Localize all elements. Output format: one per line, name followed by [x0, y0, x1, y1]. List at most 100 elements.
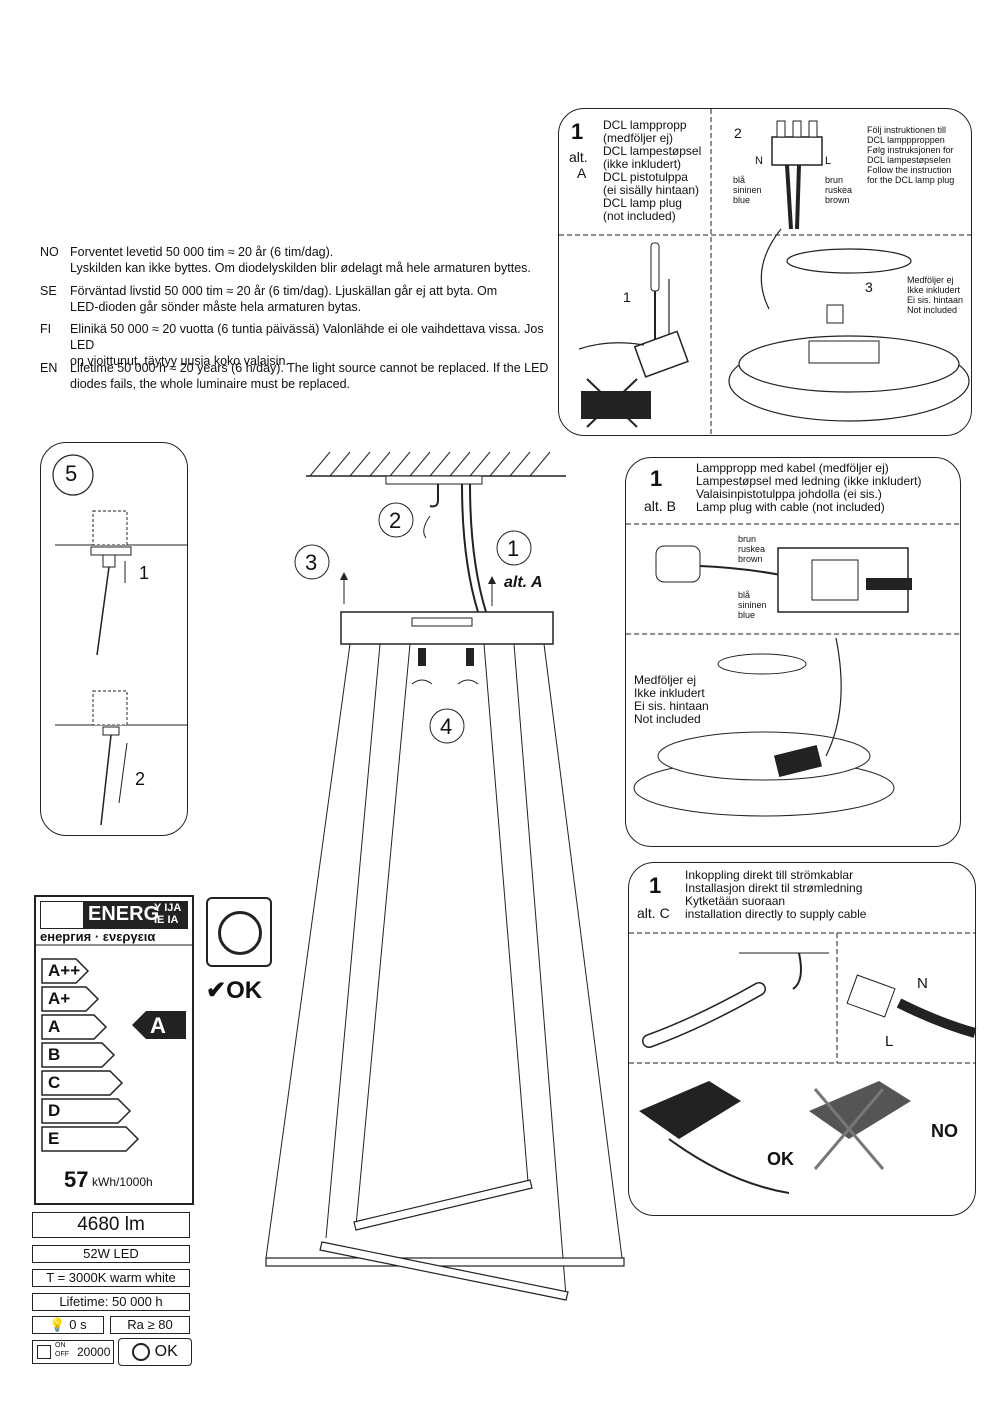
- not-incl-line: Not included: [907, 305, 958, 315]
- temp-box: T = 3000K warm white: [32, 1269, 190, 1287]
- plug-line: DCL lampestøpsel: [603, 144, 702, 158]
- selected-class: A: [150, 1013, 166, 1038]
- label-l-c: L: [885, 1033, 894, 1050]
- not-incl-line: Ikke inkludert: [907, 285, 961, 295]
- follow-instructions: Följ instruktionen till DCL lamppproppen…: [867, 125, 967, 185]
- alt-b-label: alt. B: [644, 498, 676, 514]
- note-line: Lifetime 50 000 h ≈ 20 years (6 h/day). …: [70, 361, 549, 375]
- lumen-box: 4680 lm: [32, 1212, 190, 1238]
- alt-c-lines: Inkoppling direkt till strömkablar Insta…: [685, 869, 971, 921]
- blue-labels-b: blå sininen blue: [738, 590, 767, 620]
- energy-label: ENERG Y IJA IE IA енергия · ενεργεια A++…: [34, 895, 194, 1205]
- plug-line: (ikke inkludert): [603, 157, 682, 171]
- step-3-label: 3: [865, 279, 873, 295]
- alt-b-lines: Lamppropp med kabel (medföljer ej) Lampe…: [696, 462, 956, 514]
- alt-b-line: Lamppropp med kabel (medföljer ej): [696, 461, 889, 475]
- step-number: 1: [571, 119, 584, 144]
- plug-line: DCL lamppropp: [603, 118, 687, 132]
- step-2: 2: [734, 125, 742, 141]
- class-d: D: [48, 1101, 61, 1120]
- brown-line: ruskea: [825, 185, 853, 195]
- blue-line: blue: [733, 195, 751, 205]
- follow-line: Follow the instruction: [867, 165, 952, 175]
- alt-b-line: Valaisinpistotulppa johdolla (ei sis.): [696, 487, 882, 501]
- label-n-c: N: [917, 975, 928, 992]
- dim-ok-box: OK: [118, 1338, 192, 1366]
- follow-line: Følg instruksjonen for: [867, 145, 954, 155]
- note-code: EN: [40, 361, 58, 375]
- class-a-plus: A+: [48, 989, 71, 1008]
- step-number-c: 1: [649, 873, 662, 898]
- note-line: Förväntad livstid 50 000 tim ≈ 20 år (6 …: [70, 284, 498, 298]
- power-box: 52W LED: [32, 1245, 190, 1263]
- note-code: SE: [40, 284, 57, 298]
- energy-arrows: [36, 944, 192, 1152]
- dimmer-small-icon: [132, 1342, 151, 1361]
- bulb-icon: 💡: [49, 1317, 66, 1332]
- lifetime-box: Lifetime: 50 000 h: [32, 1293, 190, 1311]
- energy-suffix-bottom: IE IA: [154, 914, 179, 926]
- class-a: A: [48, 1017, 61, 1036]
- alt-c-line: Kytketään suoraan: [685, 894, 786, 908]
- energy-header: ENERG Y IJA IE IA: [84, 901, 188, 929]
- circle-4-label: 4: [440, 714, 453, 739]
- alt-c-line: Inkoppling direkt till strömkablar: [685, 868, 854, 882]
- blue-line: blue: [738, 610, 756, 620]
- kwh-unit: kWh/1000h: [92, 1175, 153, 1189]
- class-b: B: [48, 1045, 61, 1064]
- class-e: E: [48, 1129, 60, 1148]
- kwh-value: 57: [64, 1167, 89, 1192]
- alt-a-dividers: [559, 109, 971, 435]
- energy-header-text: ENERG: [88, 903, 160, 925]
- energy-subtitle: енергия · ενεργεια: [40, 929, 156, 944]
- brown-line: brun: [825, 175, 844, 185]
- blue-line: blå: [733, 175, 746, 185]
- ra-box: Ra ≥ 80: [110, 1316, 190, 1334]
- alt-label: alt.: [569, 149, 588, 165]
- note-code: FI: [40, 322, 52, 336]
- not-incl-line: Ei sis. hintaan: [907, 295, 964, 305]
- not-included-b: Medföljer ej Ikke inkludert Ei sis. hint…: [634, 674, 734, 726]
- circle-1-label: 1: [507, 536, 520, 561]
- class-c: C: [48, 1073, 61, 1092]
- not-included-a: Medföljer ej Ikke inkludert Ei sis. hint…: [907, 275, 971, 315]
- blue-labels: blå sininen blue: [733, 175, 762, 205]
- dimmer-circle-icon: [218, 911, 262, 955]
- alt-letter: A: [577, 165, 587, 181]
- not-incl-line: Medföljer ej: [634, 673, 697, 687]
- not-incl-line: Ei sis. hintaan: [634, 699, 709, 713]
- switch-off: OFF: [55, 1351, 69, 1358]
- alt-c-line: installation directly to supply cable: [685, 907, 867, 921]
- blue-line: sininen: [738, 600, 767, 610]
- note-code: NO: [40, 245, 59, 259]
- step-1-label: 1: [623, 289, 631, 305]
- dimmable-icon: [206, 897, 272, 967]
- blue-line: blå: [738, 590, 751, 600]
- startup-box: 💡 0 s: [32, 1316, 104, 1334]
- energy-suffix-top: Y IJA: [154, 902, 182, 914]
- alt-b-line: Lampestøpsel med ledning (ikke inkludert…: [696, 474, 922, 488]
- circle-5-label: 5: [65, 461, 78, 486]
- detail-5-panel: 5 1 2: [40, 442, 188, 836]
- follow-line: DCL lampestøpselen: [867, 155, 951, 165]
- startup-value: 0 s: [69, 1317, 87, 1332]
- plug-line: (ei sisälly hintaan): [603, 183, 700, 197]
- brown-line: brown: [738, 554, 763, 564]
- label-l: L: [825, 155, 832, 167]
- detail-step-1: 1: [139, 563, 150, 583]
- no-label: NO: [931, 1121, 958, 1141]
- circle-3-label: 3: [305, 550, 318, 575]
- not-incl-line: Ikke inkludert: [634, 686, 705, 700]
- class-a-plus-plus: A++: [48, 961, 81, 980]
- step-number-b: 1: [650, 466, 663, 491]
- alt-b-line: Lamp plug with cable (not included): [696, 500, 885, 514]
- note-line: Forventet levetid 50 000 tim ≈ 20 år (6 …: [70, 245, 334, 259]
- switch-on: ON: [55, 1342, 66, 1349]
- not-incl-line: Medföljer ej: [907, 275, 954, 285]
- brown-labels-b: brun ruskea brown: [738, 534, 765, 564]
- brown-line: brown: [825, 195, 850, 205]
- circle-2-label: 2: [389, 508, 402, 533]
- ok-label: OK: [767, 1149, 794, 1169]
- alt-c-panel: 1 alt. C Inkoppling direkt till strömkab…: [628, 862, 977, 1216]
- follow-line: DCL lamppproppen: [867, 135, 945, 145]
